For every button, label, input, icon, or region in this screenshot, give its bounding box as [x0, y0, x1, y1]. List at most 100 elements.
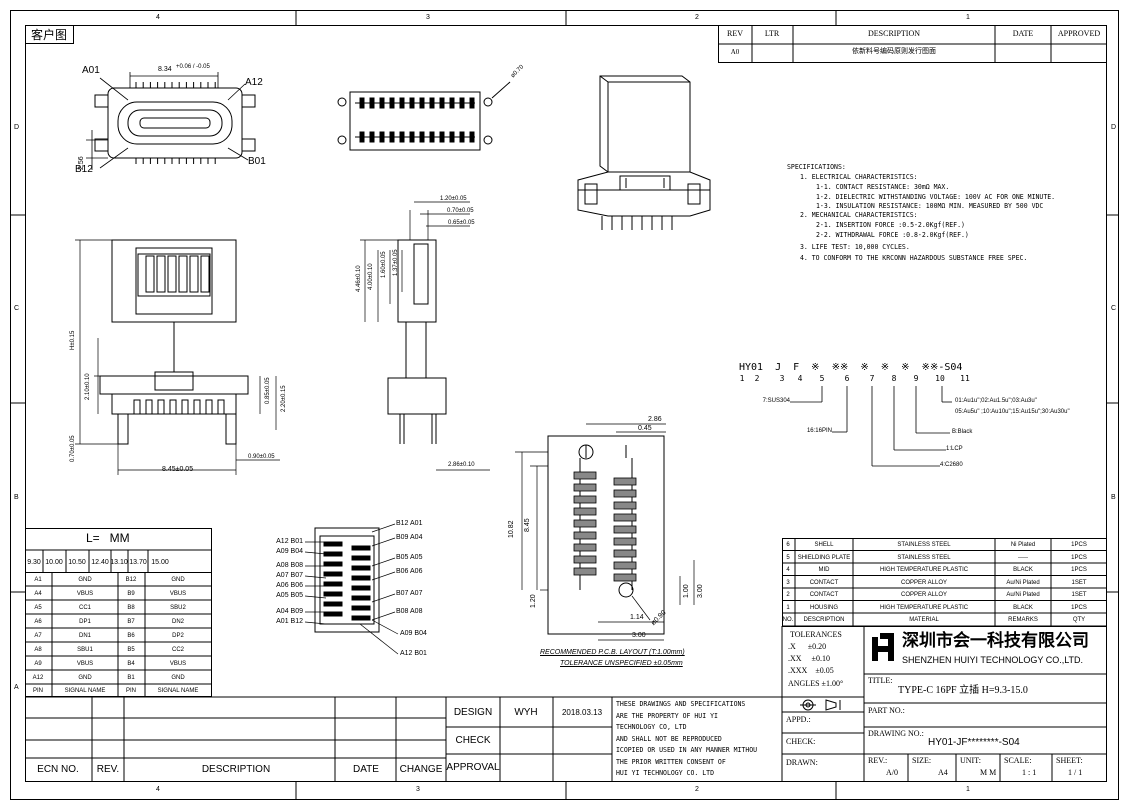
drawing-shape	[351, 595, 371, 601]
rev-header: LTR	[764, 29, 780, 38]
tol-line: ANGLES ±1.00°	[788, 679, 844, 688]
dimension: 1.37±0.05	[393, 249, 399, 276]
drawing-shape	[351, 615, 371, 621]
company-name-cn: 深圳市会一科技有限公司	[902, 631, 1089, 651]
drawing-shape	[323, 601, 343, 607]
signal-cell: VBUS	[169, 661, 187, 667]
part-position: 3	[779, 374, 785, 383]
part-position: 7	[869, 374, 875, 383]
signal-header: SIGNAL NAME	[157, 688, 199, 694]
approval-label: DESIGN	[453, 707, 493, 718]
dimension: 2.86±0.10	[448, 462, 475, 468]
zone-col-label: 2	[695, 786, 699, 793]
bom-cell: SHIELDING PLATE	[797, 554, 851, 561]
dimension: 1.00	[683, 584, 690, 598]
signal-cell: GND	[171, 675, 185, 681]
pinout-label: B09 A04	[396, 534, 423, 541]
signal-cell: DP1	[79, 619, 91, 625]
design-by: WYH	[514, 707, 538, 718]
sheet-label-tb: SHEET:	[1056, 756, 1083, 765]
drawing-shape	[156, 255, 166, 293]
drawing-shape	[167, 255, 177, 293]
notice-line: THE PRIOR WRITTEN CONSENT OF	[616, 757, 726, 766]
pinout-label: B06 A06	[396, 568, 423, 575]
drawing-shape	[573, 555, 597, 564]
bom-cell: 6	[786, 542, 790, 548]
dimension: 2.10±0.10	[85, 373, 91, 400]
dimension: 8.45±0.05	[162, 466, 194, 473]
signal-cell: DP2	[172, 633, 184, 639]
drawing-no-value: HY01-JF********-S04	[928, 737, 1020, 748]
drawing-shape	[193, 399, 201, 415]
part-option: 05:Au5u" ;10:Au10u";15:Au15u";30:Au30u"	[955, 409, 1070, 415]
drawing-shape	[217, 399, 225, 415]
rev-label: REV.:	[868, 756, 888, 765]
title-label: TITLE:	[868, 676, 893, 685]
dimension: 0.65±0.05	[448, 220, 475, 226]
signal-cell: B8	[127, 605, 135, 611]
dimension: 2.56	[78, 156, 85, 170]
signal-cell: B7	[127, 619, 135, 625]
zone-row-label: C	[14, 305, 20, 312]
signal-cell: B5	[127, 647, 135, 653]
signal-cell: A4	[34, 591, 42, 597]
dimension: 0.85±0.05	[265, 377, 271, 404]
company-logo	[872, 633, 894, 661]
part-position: 5	[819, 374, 825, 383]
l-value: 13.10	[110, 559, 128, 566]
drawing-shape	[573, 507, 597, 516]
drawing-line	[371, 571, 396, 581]
dimension: 1.14	[630, 614, 644, 621]
part-option: B:Black	[952, 429, 973, 435]
dimension: 3.00	[632, 632, 646, 639]
drawing-line	[304, 621, 327, 625]
bom-cell: STAINLESS STEEL	[897, 542, 951, 548]
bom-header: NO.	[782, 617, 794, 623]
signal-cell: GND	[171, 577, 185, 583]
tol-line: .XXX ±0.05	[788, 666, 834, 675]
part-option: 4:C2680	[940, 462, 963, 468]
signal-cell: SBU1	[77, 647, 93, 653]
drawing-shape	[351, 545, 371, 551]
bom-cell: 4	[786, 567, 790, 573]
bom-cell: 1SET	[1071, 579, 1087, 586]
tol-line: .XX ±0.10	[788, 654, 830, 663]
zone-col-label: 1	[966, 14, 970, 21]
signal-cell: VBUS	[169, 591, 187, 597]
spec-line: 4. TO CONFORM TO THE KRCONN HAZARDOUS SU…	[800, 254, 1028, 262]
scale-value: 1 : 1	[1022, 768, 1037, 777]
rev-header: DESCRIPTION	[867, 29, 921, 38]
drawing-shape	[351, 605, 371, 611]
zone-col-label: 3	[426, 14, 430, 21]
drawing-shape	[613, 501, 637, 510]
zone-col-label: 3	[416, 786, 420, 793]
pinout-label: B07 A07	[396, 590, 423, 597]
drawing-shape	[169, 399, 177, 415]
ecn-header: DESCRIPTION	[201, 764, 271, 775]
drawing-line	[371, 523, 396, 533]
part-position: 6	[844, 374, 850, 383]
bom-cell: Ni Plated	[1010, 542, 1036, 548]
bom-header: DESCRIPTION	[803, 617, 845, 623]
signal-header: SIGNAL NAME	[64, 688, 106, 694]
signal-cell: B1	[127, 675, 135, 681]
signal-cell: A8	[34, 647, 42, 653]
signal-cell: A5	[34, 605, 42, 611]
drawing-shape	[189, 255, 199, 293]
signal-header: PIN	[32, 688, 44, 694]
title-value: TYPE-C 16PF 立插 H=9.3-15.0	[898, 685, 1028, 696]
drawing-shape	[613, 513, 637, 522]
signal-cell: CC2	[171, 647, 185, 653]
drawing-line	[304, 575, 327, 579]
drawing-shape	[323, 541, 343, 547]
zone-row-label: B	[14, 494, 19, 501]
drawing-shape	[323, 591, 343, 597]
pinout-label: A01 B12	[276, 618, 303, 625]
dimension: 0.45	[638, 425, 652, 432]
drawing-shape	[178, 255, 188, 293]
pinout-label: A09 B04	[276, 548, 303, 555]
design-date: 2018.03.13	[561, 708, 603, 717]
drawing-line	[304, 551, 327, 555]
signal-header: PIN	[125, 688, 137, 694]
bom-cell: COPPER ALLOY	[900, 579, 948, 586]
